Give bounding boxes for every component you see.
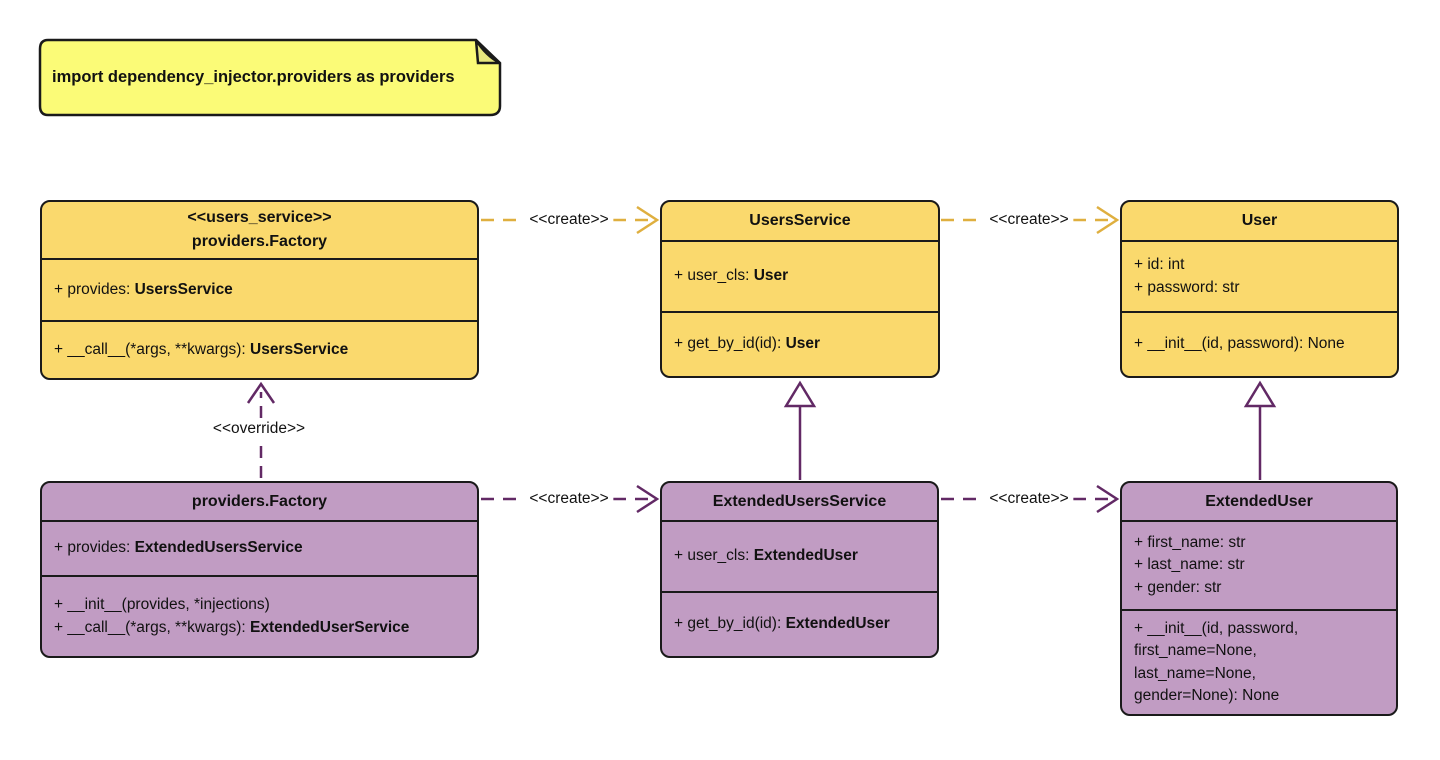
method-line: + __call__(*args, **kwargs): ExtendedUse…	[54, 618, 410, 636]
class-name: providers.Factory	[191, 492, 328, 510]
create-label-2: <<create>>	[984, 211, 1074, 229]
note-text: import dependency_injector.providers as …	[52, 68, 455, 86]
attributes-section: + first_name: str + last_name: str + gen…	[1122, 520, 1396, 609]
method-line: + get_by_id(id): User	[674, 335, 821, 353]
class-name: User	[1241, 212, 1278, 229]
methods-section: + get_by_id(id): User	[662, 311, 938, 376]
method-line: + __call__(*args, **kwargs): UsersServic…	[54, 340, 349, 358]
class-header: User	[1122, 202, 1397, 240]
inheritance-arrow-extuser	[1243, 380, 1277, 480]
method-line: + get_by_id(id): ExtendedUser	[674, 615, 890, 633]
attributes-section: + id: int + password: str	[1122, 240, 1397, 311]
attribute-line: + user_cls: ExtendedUser	[674, 547, 858, 565]
methods-section: + __init__(id, password, first_name=None…	[1122, 609, 1396, 714]
attribute-line: + gender: str	[1134, 578, 1222, 596]
method-line: + __init__(provides, *injections)	[54, 596, 270, 613]
class-extended-user: ExtendedUser + first_name: str + last_na…	[1120, 481, 1398, 716]
attributes-section: + user_cls: User	[662, 240, 938, 311]
class-header: <<users_service>> providers.Factory	[42, 202, 477, 258]
class-factory-users-service: <<users_service>> providers.Factory + pr…	[40, 200, 479, 380]
attribute-line: + provides: UsersService	[54, 280, 233, 298]
note-shape	[38, 38, 502, 117]
attributes-section: + provides: ExtendedUsersService	[42, 520, 477, 575]
attribute-line: + first_name: str	[1134, 533, 1246, 551]
class-extended-users-service: ExtendedUsersService + user_cls: Extende…	[660, 481, 939, 658]
attribute-line: + provides: ExtendedUsersService	[54, 539, 303, 557]
create-label-4: <<create>>	[984, 490, 1074, 508]
class-name: ExtendedUser	[1205, 492, 1313, 510]
import-note: import dependency_injector.providers as …	[38, 38, 504, 120]
create-label-3: <<create>>	[524, 490, 614, 508]
class-factory-extended: providers.Factory + provides: ExtendedUs…	[40, 481, 479, 658]
attributes-section: + provides: UsersService	[42, 258, 477, 320]
class-name: providers.Factory	[191, 233, 328, 250]
attribute-line: + password: str	[1134, 278, 1240, 296]
method-line: + __init__(id, password, first_name=None…	[1134, 619, 1299, 705]
method-line: + __init__(id, password): None	[1134, 335, 1345, 353]
class-stereotype: <<users_service>>	[187, 209, 332, 226]
class-user: User + id: int + password: str + __init_…	[1120, 200, 1399, 378]
note-fold-corner	[474, 39, 501, 65]
create-label-1: <<create>>	[524, 211, 614, 229]
class-header: providers.Factory	[42, 483, 477, 520]
class-header: UsersService	[662, 202, 938, 240]
class-header: ExtendedUsersService	[662, 483, 937, 520]
methods-section: + __call__(*args, **kwargs): UsersServic…	[42, 320, 477, 378]
override-label: <<override>>	[207, 420, 311, 438]
methods-section: + __init__(id, password): None	[1122, 311, 1397, 376]
class-users-service: UsersService + user_cls: User + get_by_i…	[660, 200, 940, 378]
inheritance-arrow-extusersservice	[783, 380, 817, 480]
attribute-line: + user_cls: User	[674, 267, 789, 285]
attribute-line: + id: int	[1134, 256, 1185, 273]
class-header: ExtendedUser	[1122, 483, 1396, 520]
class-name: ExtendedUsersService	[712, 492, 887, 510]
methods-section: + get_by_id(id): ExtendedUser	[662, 591, 937, 656]
methods-section: + __init__(provides, *injections) + __ca…	[42, 575, 477, 656]
attribute-line: + last_name: str	[1134, 556, 1245, 574]
attributes-section: + user_cls: ExtendedUser	[662, 520, 937, 591]
class-name: UsersService	[749, 212, 851, 229]
